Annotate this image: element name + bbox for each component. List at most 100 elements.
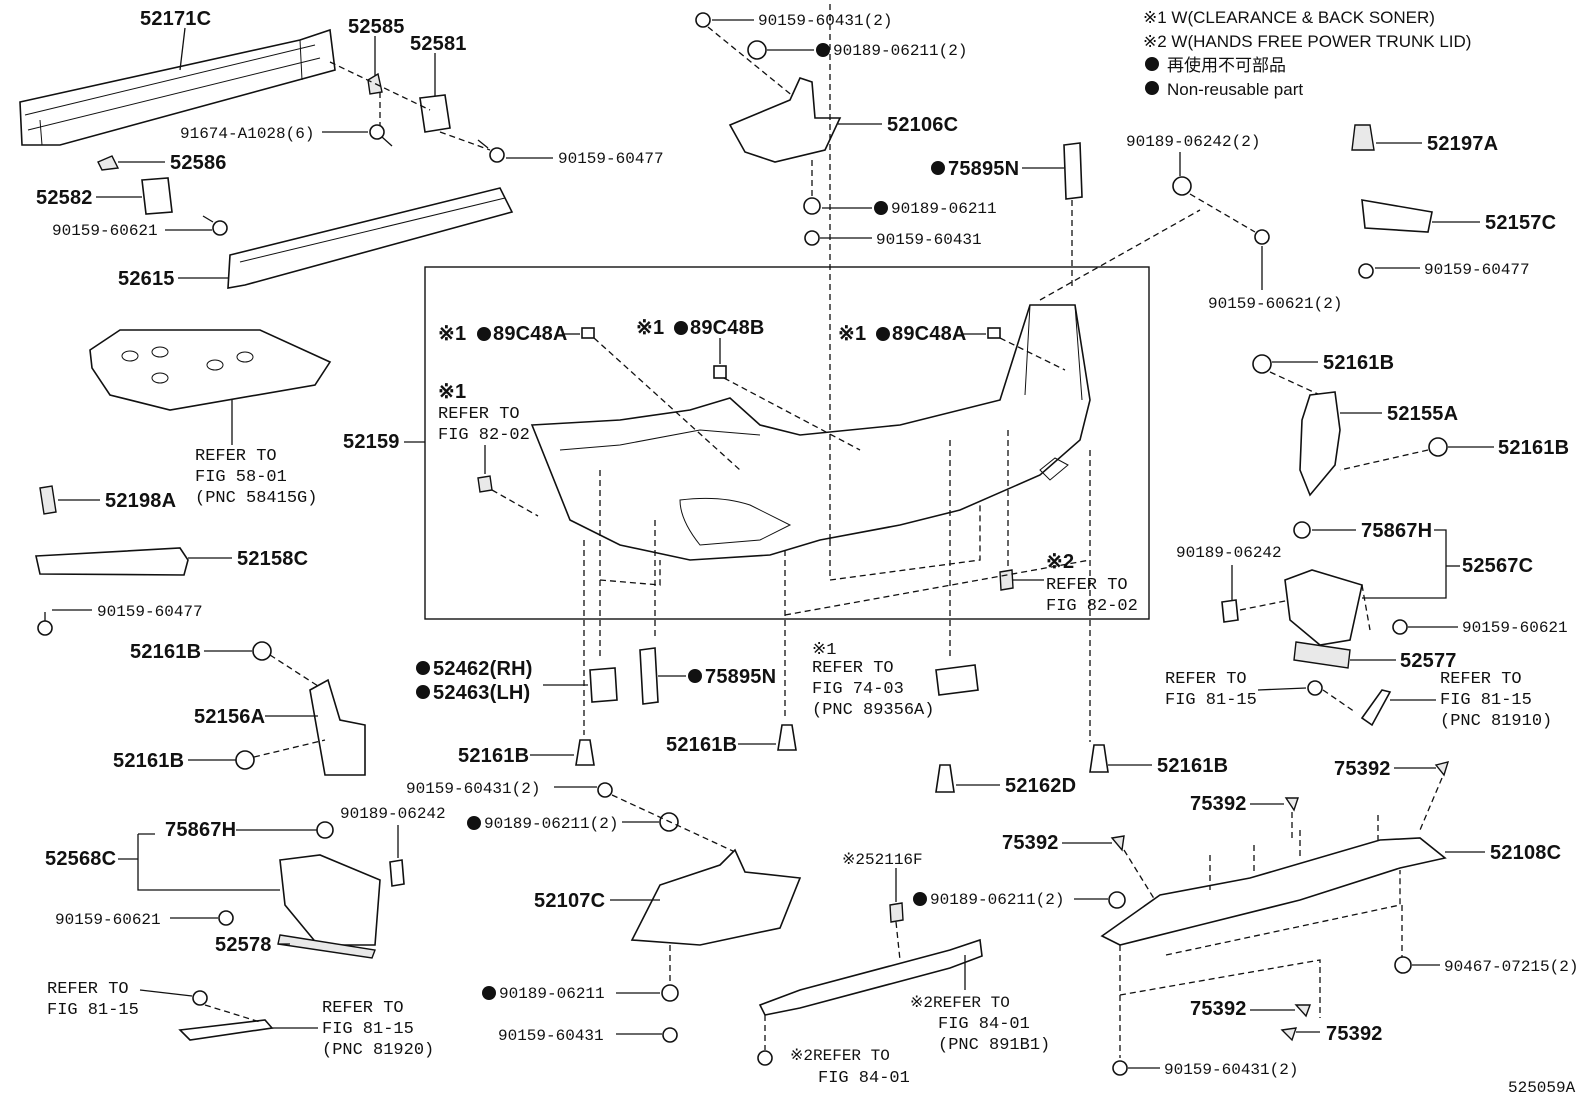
legend-note-2: ※2 W(HANDS FREE POWER TRUNK LID) — [1143, 32, 1471, 51]
part-label: 90159-60431 — [876, 231, 982, 249]
screw-icon — [192, 990, 208, 1006]
nut-icon — [1221, 599, 1239, 623]
refer-label: FIG 82-02 — [438, 426, 530, 445]
part-label: 90159-60431(2) — [1164, 1061, 1298, 1079]
part-label: 52585 — [348, 16, 405, 38]
screw-icon — [804, 230, 820, 246]
part-label: 52161B — [458, 745, 529, 767]
tape-75895N — [1063, 142, 1083, 200]
refer-label: FIG 81-15 — [1165, 691, 1257, 710]
part-label: 90159-60477 — [1424, 261, 1530, 279]
non-reusable-dot-icon — [1145, 81, 1159, 95]
part-label: 90189-06211(2) — [930, 891, 1064, 909]
note-mark: ※2 — [1046, 551, 1074, 573]
part-label: 52159 — [343, 431, 400, 453]
part-label: 90159-60431(2) — [406, 780, 540, 798]
screw-icon — [37, 612, 53, 636]
clip-52161B-icon — [1089, 744, 1109, 773]
clip-75392-icon — [1280, 1027, 1298, 1042]
note-mark: ※1 — [838, 323, 866, 345]
part-label: 89C48B — [690, 317, 765, 339]
non-reusable-dot-icon — [816, 43, 830, 57]
part-label: 90159-60431(2) — [758, 12, 892, 30]
part-label: 52197A — [1427, 133, 1498, 155]
bracket-52156A — [309, 678, 366, 776]
screw-icon — [1252, 354, 1272, 374]
bracket-52107C — [630, 848, 802, 946]
bracket-52581-icon — [419, 94, 451, 133]
refer-label: FIG 84-01 — [818, 1069, 910, 1088]
part-label: 52463(LH) — [433, 682, 530, 704]
clip-75392-icon — [1294, 1004, 1311, 1018]
screw-icon — [1392, 619, 1408, 635]
sensor-icon — [987, 327, 1001, 339]
note-mark: ※1 — [636, 317, 664, 339]
refer-label: REFER TO — [1440, 670, 1522, 689]
bracket-52568C — [279, 854, 381, 946]
non-reusable-dot-icon — [688, 669, 702, 683]
bracket-52582-icon — [141, 177, 173, 215]
part-label: 52161B — [666, 734, 737, 756]
pad-52462 — [589, 667, 618, 703]
part-label: 89C48A — [493, 323, 568, 345]
refer-label: REFER TO — [1046, 576, 1128, 595]
clip-52116F-icon — [889, 902, 904, 923]
clip-52197A-icon — [1351, 124, 1375, 151]
refer-label: (PNC 58415G) — [195, 489, 317, 508]
nut-icon — [803, 197, 821, 215]
refer-label: REFER TO — [812, 659, 894, 678]
part-label: 52161B — [130, 641, 201, 663]
clip-52161B-icon — [575, 739, 595, 766]
part-label: 75392 — [1334, 758, 1391, 780]
nut-icon — [1108, 891, 1126, 909]
screw-icon — [202, 215, 228, 236]
part-label: 91674-A1028(6) — [180, 125, 314, 143]
screw-icon — [695, 12, 711, 28]
spacer-52577 — [1293, 641, 1351, 669]
bracket-52567C — [1284, 569, 1363, 646]
sensor-holder-icon — [999, 569, 1014, 591]
clip-75392-icon — [1434, 761, 1450, 777]
part-label: ※252116F — [842, 851, 923, 869]
spacer-52578 — [277, 934, 376, 959]
part-label: 52107C — [534, 890, 605, 912]
nut-icon — [316, 821, 334, 839]
sensor-icon — [713, 365, 727, 379]
part-label: 52567C — [1462, 555, 1533, 577]
part-label: 75895N — [705, 666, 776, 688]
nut-icon — [747, 40, 767, 60]
part-label: 90189-06211(2) — [833, 42, 967, 60]
part-label: 52171C — [140, 8, 211, 30]
bumper-cover-frame — [424, 266, 1150, 620]
refer-label: FIG 81-15 — [1440, 691, 1532, 710]
part-label: 52162D — [1005, 775, 1076, 797]
non-reusable-dot-icon — [913, 892, 927, 906]
part-label: 90189-06242 — [1176, 544, 1282, 562]
screw-icon — [369, 124, 393, 147]
refer-label: ※2REFER TO — [790, 1047, 890, 1065]
part-label: 90189-06211(2) — [484, 815, 618, 833]
refer-label: (PNC 891B1) — [938, 1036, 1050, 1055]
non-reusable-dot-icon — [416, 661, 430, 675]
part-label: 52157C — [1485, 212, 1556, 234]
part-label: 75392 — [1326, 1023, 1383, 1045]
retainer-52157C — [1361, 199, 1433, 233]
refer-label: ※2REFER TO — [910, 994, 1010, 1012]
part-label: 90159-60477 — [97, 603, 203, 621]
non-reusable-dot-icon — [477, 327, 491, 341]
part-label: 52161B — [1157, 755, 1228, 777]
part-label: 52156A — [194, 706, 265, 728]
sensor-harness — [758, 938, 983, 1016]
part-label: 52462(RH) — [433, 658, 533, 680]
legend: ※1 W(CLEARANCE & BACK SONER) ※2 W(HANDS … — [1143, 8, 1471, 99]
screw-icon — [1112, 1060, 1128, 1076]
part-label: 52106C — [887, 114, 958, 136]
part-label: 75867H — [1361, 520, 1432, 542]
refer-label: FIG 84-01 — [938, 1015, 1030, 1034]
part-label: 90159-60621(2) — [1208, 295, 1342, 313]
figure-id: 525059A — [1508, 1079, 1576, 1097]
plate-icon — [935, 664, 979, 696]
screw-icon — [1254, 229, 1270, 245]
reflector-trim — [1360, 689, 1392, 727]
